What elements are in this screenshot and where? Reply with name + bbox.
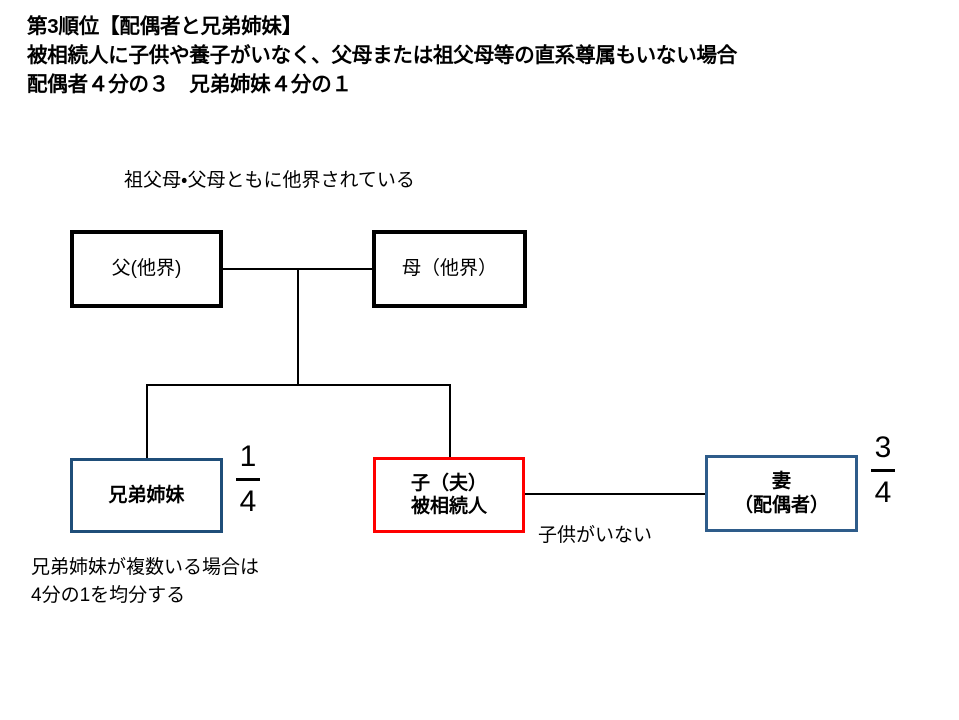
node-siblings-label: 兄弟姉妹 (108, 484, 185, 506)
note-siblings-equal-split: 兄弟姉妹が複数いる場合は 4分の1を均分する (31, 554, 259, 609)
share-spouse-numerator: 3 (874, 431, 892, 464)
share-fraction-spouse: 3 4 (871, 433, 895, 508)
title-line-3: 配偶者４分の３ 兄弟姉妹４分の１ (27, 73, 352, 97)
caption-no-children: 子供がいない (538, 525, 653, 546)
connector-children-bar (146, 384, 450, 386)
title-line-1: 第3順位【配偶者と兄弟姉妹】 (27, 15, 303, 38)
title-line-2: 被相続人に子供や養子がいなく、父母または祖父母等の直系尊属もいない場合 (27, 44, 738, 68)
node-father-label: 父(他界) (111, 258, 182, 280)
node-decedent-label-line-1: 子（夫） (410, 472, 487, 494)
connector-parents-descent-line (297, 268, 299, 386)
caption-ancestors-deceased: 祖父母・父母ともに他界されている (124, 170, 415, 191)
node-decedent: 子（夫） 被相続人 (373, 457, 525, 533)
share-fraction-siblings: 1 4 (236, 442, 260, 517)
share-siblings-numerator: 1 (239, 440, 257, 473)
connector-drop-to-decedent (449, 384, 451, 458)
node-spouse-label-line-1: 妻 (771, 471, 791, 493)
node-mother: 母（他界） (372, 230, 527, 308)
share-spouse-denominator: 4 (874, 476, 892, 509)
fraction-bar-icon (236, 478, 260, 481)
node-siblings: 兄弟姉妹 (70, 458, 223, 533)
note-siblings-equal-split-line-1: 兄弟姉妹が複数いる場合は (31, 557, 260, 578)
note-siblings-equal-split-line-2: 4分の1を均分する (31, 584, 186, 606)
connector-decedent-spouse-marriage-line (525, 493, 705, 495)
node-spouse: 妻 （配偶者） (705, 455, 858, 532)
node-spouse-label-line-2: （配偶者） (733, 494, 829, 516)
node-father: 父(他界) (70, 230, 223, 308)
page-title: 第3順位【配偶者と兄弟姉妹】 被相続人に子供や養子がいなく、父母または祖父母等の… (27, 12, 927, 99)
share-siblings-denominator: 4 (239, 485, 257, 518)
node-mother-label: 母（他界） (401, 258, 497, 280)
connector-drop-to-siblings (146, 384, 148, 459)
node-decedent-label-line-2: 被相続人 (410, 496, 487, 517)
fraction-bar-icon (871, 469, 895, 472)
